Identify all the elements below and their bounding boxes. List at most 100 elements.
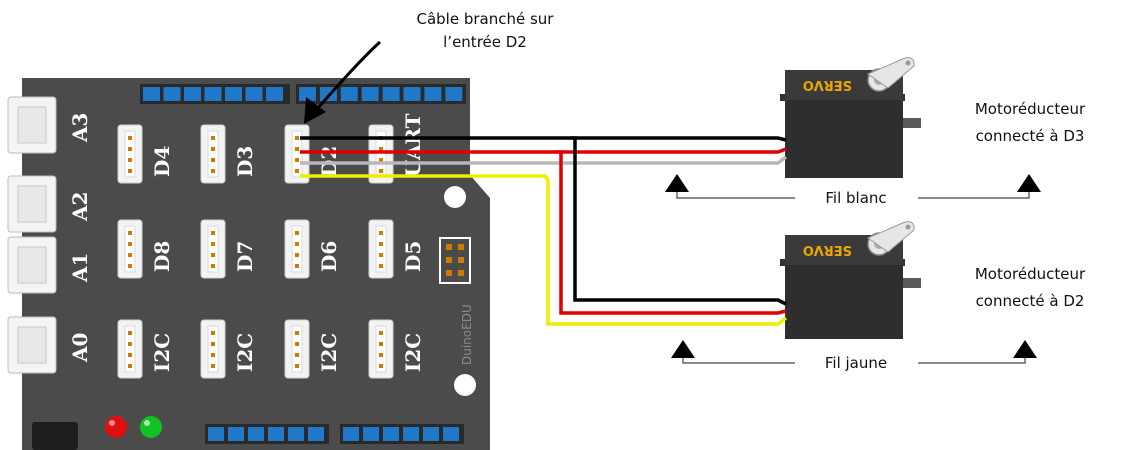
header-pin [184, 87, 201, 101]
wire-label-yellow: Fil jaune [824, 354, 888, 372]
icsp-header [439, 237, 471, 284]
analog-port-a0: A0 [7, 316, 92, 374]
icsp-pin [458, 257, 464, 263]
fil-jaune-arrows [671, 340, 1037, 364]
header-pin [363, 427, 379, 441]
header-pin [443, 427, 459, 441]
wire-red-bottom [555, 150, 787, 315]
mounting-hole-top [444, 186, 466, 208]
header-pin [403, 87, 421, 101]
analog-label: A2 [68, 192, 92, 222]
cable-callout: Câble branché sur l’entrée D2 [385, 8, 585, 54]
header-pin [340, 87, 358, 101]
header-pin [308, 427, 324, 441]
motor-top-label: Motoréducteur connecté à D3 [955, 96, 1105, 150]
analog-port-a3: A3 [7, 96, 92, 154]
motor-bottom-line2: connecté à D2 [975, 292, 1085, 310]
top-header-right [296, 84, 466, 104]
fil-blanc-arrows [665, 174, 1041, 199]
port-label: I2C [401, 333, 425, 372]
callout-arrow [304, 40, 382, 124]
icsp-pin [446, 244, 452, 250]
top-header-left [140, 84, 290, 104]
header-pin [266, 87, 283, 101]
wire-black-top [300, 136, 787, 142]
header-pin [424, 87, 442, 101]
header-pin [423, 427, 439, 441]
icsp-pin [458, 270, 464, 276]
bottom-header-left [205, 424, 329, 444]
header-pin [204, 87, 222, 101]
header-pin [403, 427, 419, 441]
header-pin [445, 87, 463, 101]
icsp-pin [446, 257, 452, 263]
header-pin [248, 427, 264, 441]
bottom-header-right [340, 424, 464, 444]
analog-label: A3 [68, 113, 92, 143]
port-label: D3 [233, 146, 257, 177]
analog-port-a2: A2 [7, 175, 92, 233]
motor-top-line2: connecté à D3 [975, 127, 1085, 145]
port-label: D6 [317, 241, 341, 272]
header-pin [343, 427, 359, 441]
header-pin [361, 87, 379, 101]
header-pin [245, 87, 263, 101]
port-d4: D4 [117, 124, 174, 184]
port-d5: D5 [368, 219, 425, 279]
header-pin [288, 427, 304, 441]
mounting-hole-bottom [454, 374, 476, 396]
header-pin [268, 427, 284, 441]
wire-set-servo-top [300, 136, 788, 165]
wire-yellow-bottom [300, 174, 788, 326]
servo-motor-top: SERVO [780, 57, 921, 178]
port-d8: D8 [117, 219, 174, 279]
port-label: D4 [150, 146, 174, 177]
port-label: UART [401, 113, 425, 177]
header-pin [163, 87, 181, 101]
icsp-pin [446, 270, 452, 276]
servo-motor-bottom: SERVO [780, 221, 921, 339]
header-pin [225, 87, 242, 101]
wire-white-top [300, 155, 788, 165]
wire-label-white: Fil blanc [825, 189, 887, 207]
port-label: I2C [317, 333, 341, 372]
header-pin [208, 427, 224, 441]
port-label: I2C [233, 333, 257, 372]
port-i2c: I2C [284, 319, 341, 379]
analog-port-a1: A1 [7, 236, 92, 294]
port-d6: D6 [284, 219, 341, 279]
port-label: D8 [150, 241, 174, 272]
analog-label: A0 [68, 333, 92, 363]
servo-label-top: SERVO [803, 77, 852, 92]
cable-callout-line1: Câble branché sur [416, 10, 554, 28]
wire-black-bottom [570, 136, 787, 306]
port-label: D7 [233, 241, 257, 272]
analog-label: A1 [68, 253, 92, 283]
wire-red-top [300, 147, 787, 154]
header-pin [228, 427, 244, 441]
header-pin [143, 87, 160, 101]
servo-label-bottom: SERVO [803, 242, 852, 257]
port-i2c: I2C [117, 319, 174, 379]
port-i2c: I2C [368, 319, 425, 379]
icsp-pin [458, 244, 464, 250]
header-pin [299, 87, 316, 101]
port-label: D5 [401, 241, 425, 272]
motor-bottom-label: Motoréducteur connecté à D2 [955, 261, 1105, 315]
reset-button [32, 422, 78, 450]
header-pin [382, 87, 400, 101]
port-i2c: I2C [200, 319, 257, 379]
brand-label: DuinoEDU [460, 304, 474, 365]
wire-set-servo-bottom [300, 136, 788, 326]
cable-callout-line2: l’entrée D2 [443, 33, 527, 51]
port-label: I2C [150, 333, 174, 372]
led-green [140, 416, 162, 438]
motor-top-line1: Motoréducteur [974, 100, 1086, 118]
motor-bottom-line1: Motoréducteur [974, 265, 1086, 283]
port-d3: D3 [200, 124, 257, 184]
header-pin [383, 427, 399, 441]
port-d7: D7 [200, 219, 257, 279]
